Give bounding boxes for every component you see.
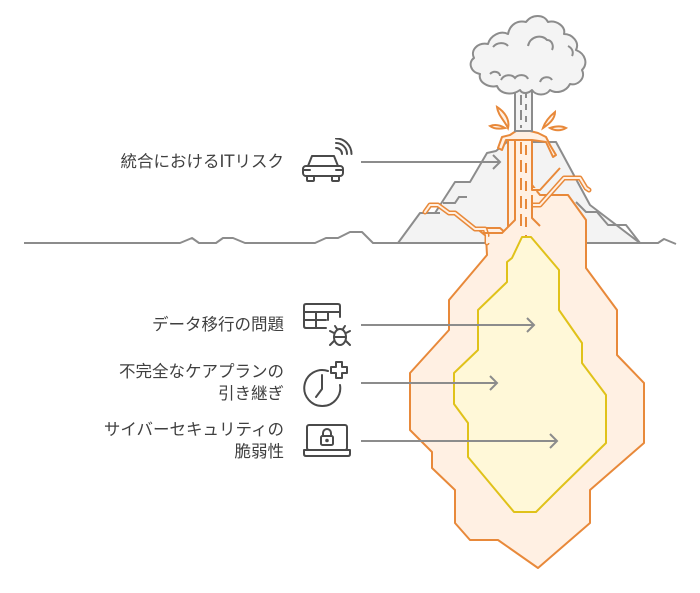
connected-car-icon xyxy=(302,138,353,182)
magma-chamber-inner xyxy=(453,236,607,513)
ground-line xyxy=(24,231,398,244)
label-cybersecurity: サイバーセキュリティの 脆弱性 xyxy=(104,419,284,463)
label-line: 脆弱性 xyxy=(234,442,285,461)
table-bug-icon xyxy=(303,303,351,346)
smoke-column xyxy=(514,87,533,132)
conduit-wall-left xyxy=(483,141,516,234)
clock-plus-icon xyxy=(303,361,348,408)
ground-line-right xyxy=(640,238,677,245)
laptop-lock-icon xyxy=(303,424,351,457)
cloud-detail xyxy=(489,70,501,77)
arrow-it-risk xyxy=(361,154,502,170)
lava-flow-right-inner xyxy=(519,177,590,206)
label-line: 引き継ぎ xyxy=(218,384,284,403)
arrow-care-plan xyxy=(361,375,499,391)
label-line: データ移行の問題 xyxy=(152,315,284,334)
mountain-ridge xyxy=(443,196,467,204)
cloud-detail xyxy=(500,74,529,81)
conduit-wall-right xyxy=(531,141,561,191)
crater-lava xyxy=(497,128,557,158)
cloud-detail xyxy=(527,35,554,51)
label-line: 不完全なケアプランの xyxy=(119,362,284,381)
cloud-detail xyxy=(492,42,509,48)
arrow-cybersecurity xyxy=(361,433,559,449)
cloud-detail xyxy=(567,45,574,57)
arrow-data-migration xyxy=(361,317,536,333)
eruption-cloud xyxy=(469,15,587,96)
label-line: 統合におけるITリスク xyxy=(120,152,284,171)
conduit-wall-right2 xyxy=(531,195,541,227)
label-line: サイバーセキュリティの xyxy=(103,420,284,439)
mountain-ridge xyxy=(575,201,641,244)
volcano-conduit xyxy=(488,140,550,243)
lava-splash xyxy=(495,105,510,131)
label-data-migration: データ移行の問題 xyxy=(152,314,284,336)
lava-splash xyxy=(541,109,557,131)
label-care-plan: 不完全なケアプランの 引き継ぎ xyxy=(119,361,284,405)
lava-splash xyxy=(547,125,569,132)
lava-splash xyxy=(487,123,508,130)
cloud-detail xyxy=(539,76,553,83)
label-it-risk: 統合におけるITリスク xyxy=(121,151,284,173)
